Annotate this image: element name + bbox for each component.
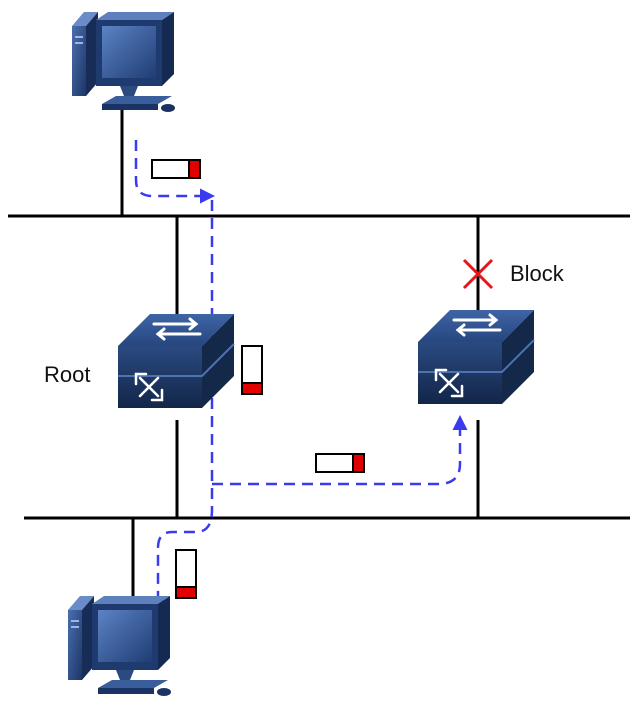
right-network-switch-icon: [416, 308, 536, 406]
root-label: Root: [44, 362, 90, 387]
block-label: Block: [510, 261, 565, 286]
packet-icon-top: [151, 159, 201, 179]
packet-icon-root: [241, 345, 263, 395]
flow-path-right: [212, 415, 468, 486]
packet-icon-bottom: [175, 549, 197, 599]
flow-path-main: [150, 200, 214, 615]
packet-icon-middle: [315, 453, 365, 473]
flow-path-top: [134, 140, 215, 204]
bottom-host-desktop-computer-icon: [68, 596, 171, 696]
top-host-desktop-computer-icon: [72, 12, 175, 112]
root-network-switch-icon: [116, 312, 236, 410]
